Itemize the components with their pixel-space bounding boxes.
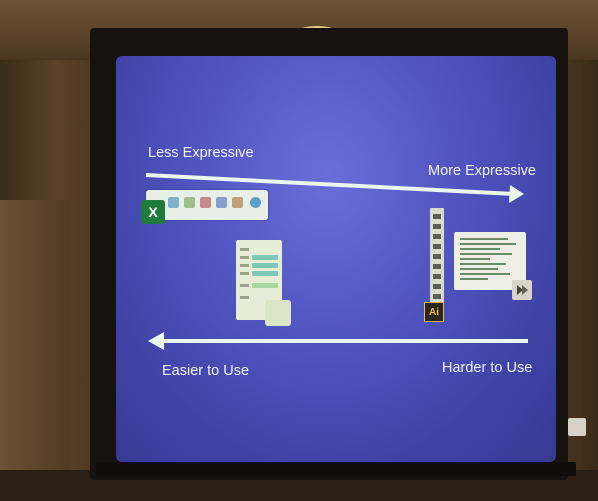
illustrator-toolbar-screenshot xyxy=(430,208,444,306)
toolbar-icon xyxy=(184,197,195,208)
screen-bottom-bar xyxy=(96,462,576,476)
dreamweaver-glyph xyxy=(517,285,528,295)
toolbar-icon xyxy=(216,197,227,208)
more-expressive-label: More Expressive xyxy=(428,163,536,179)
harder-to-use-label: Harder to Use xyxy=(442,360,533,376)
excel-icon: X xyxy=(141,200,165,224)
less-expressive-label: Less Expressive xyxy=(148,145,254,161)
toolbar-icon xyxy=(250,197,261,208)
illustrator-icon: Ai xyxy=(424,302,444,322)
dreamweaver-icon xyxy=(512,280,532,300)
wall-outlet xyxy=(568,418,586,436)
excel-color-palette-screenshot xyxy=(265,300,291,326)
easier-to-use-label: Easier to Use xyxy=(162,363,250,379)
excel-chart-toolbar-screenshot xyxy=(146,190,268,220)
excel-format-dialog-screenshot xyxy=(236,240,282,320)
toolbar-icon xyxy=(232,197,243,208)
toolbar-icon xyxy=(200,197,211,208)
toolbar-icon xyxy=(168,197,179,208)
wall-edge xyxy=(0,200,70,500)
